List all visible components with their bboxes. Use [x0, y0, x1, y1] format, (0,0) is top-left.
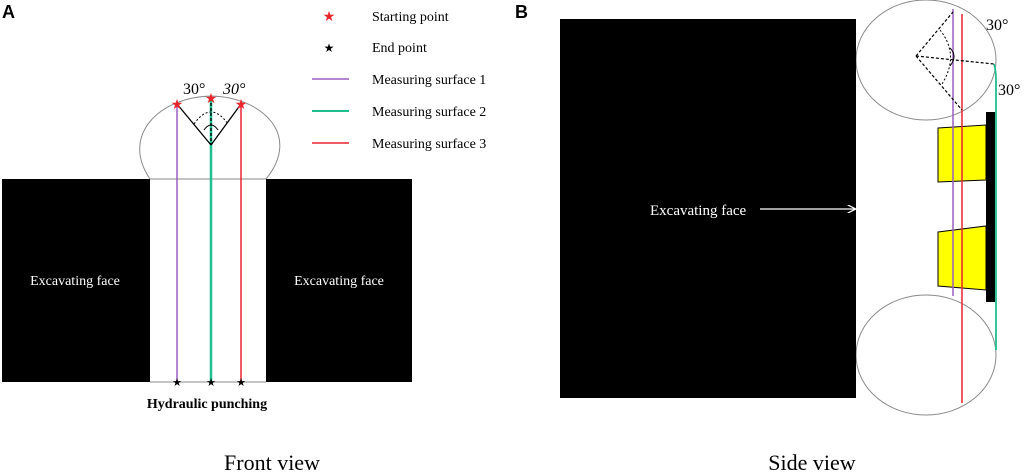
panel-b: B Excavating face 30° 30° Side view	[515, 0, 1020, 475]
panel-a-letter: A	[2, 2, 15, 22]
legend-surface-3-label: Measuring surface 3	[372, 137, 486, 152]
front-angle-arc	[193, 111, 229, 125]
side-angle-ray-middle	[915, 55, 995, 65]
front-end-star-3: ★	[236, 377, 246, 389]
front-start-star-1: ★	[171, 96, 184, 112]
front-left-face-label: Excavating face	[30, 274, 120, 289]
legend-start-label: Starting point	[372, 10, 449, 25]
legend-end-label: End point	[372, 41, 427, 56]
side-face-label: Excavating face	[650, 203, 747, 219]
front-angle-arc-inner	[203, 124, 219, 131]
front-angle-left-label: 30°	[183, 81, 205, 98]
front-angle-ray-right	[210, 103, 242, 146]
legend-surface-1-label: Measuring surface 1	[372, 73, 486, 88]
legend-end-star: ★	[324, 41, 335, 55]
side-angle-top-label: 30°	[986, 17, 1008, 34]
front-angle-right-label: 30°	[222, 81, 246, 98]
legend-start-star: ★	[323, 8, 336, 24]
side-angle-arc-inner	[949, 47, 955, 67]
front-right-excavating-block	[266, 179, 412, 382]
front-dome-arc	[139, 95, 281, 180]
side-measuring-line-2	[993, 63, 997, 350]
front-left-excavating-block	[2, 179, 150, 382]
front-end-star-1: ★	[172, 377, 182, 389]
legend: ★ Starting point ★ End point Measuring s…	[312, 8, 486, 152]
side-angle-arc	[939, 29, 951, 85]
side-black-plate	[986, 112, 995, 302]
front-angle-ray-left	[176, 103, 212, 146]
front-start-star-3: ★	[235, 96, 248, 112]
side-angle-right-label: 30°	[998, 82, 1020, 99]
side-angle-ray-upper	[915, 11, 954, 57]
legend-surface-2-label: Measuring surface 2	[372, 105, 486, 120]
panel-a-caption: Front view	[224, 450, 320, 475]
panel-a: A Excavating face Excavating face 30° 30…	[2, 2, 412, 475]
side-top-ellipse	[855, 0, 997, 121]
panel-b-letter: B	[515, 2, 528, 22]
front-start-star-2: ★	[205, 90, 218, 106]
front-end-star-2: ★	[206, 377, 216, 389]
side-angle-ray-lower	[915, 55, 963, 111]
side-bottom-ellipse	[855, 294, 997, 416]
panel-b-caption: Side view	[768, 450, 855, 475]
front-right-face-label: Excavating face	[294, 274, 384, 289]
front-bottom-label: Hydraulic punching	[147, 397, 267, 412]
